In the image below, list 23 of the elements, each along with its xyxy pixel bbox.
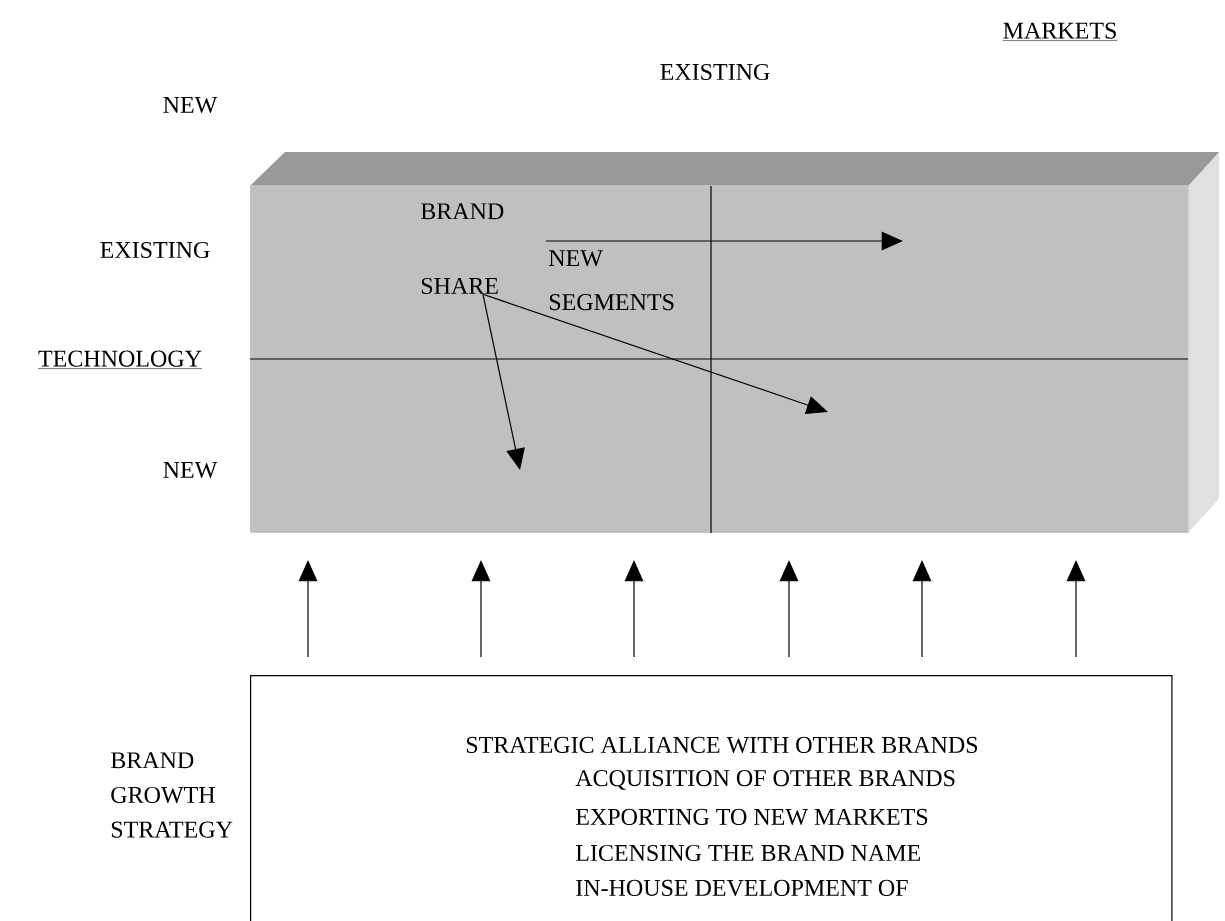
strategy-item: LICENSING THE BRAND NAME — [575, 844, 921, 862]
arrow — [624, 560, 644, 658]
axis-label: EXISTING — [100, 241, 210, 259]
arrow — [545, 231, 903, 251]
matrix-block — [250, 152, 1219, 533]
strategy-item: IN-HOUSE DEVELOPMENT OF — [576, 879, 908, 897]
arrow — [298, 560, 318, 658]
axis-label: TECHNOLOGY — [37, 350, 203, 369]
axis-label: MARKETS — [1002, 22, 1118, 41]
strategy-item: STRATEGIC ALLIANCE WITH OTHER BRANDS — [466, 736, 978, 754]
arrow — [1066, 560, 1086, 658]
arrow — [912, 560, 932, 658]
axis-label: NEW — [163, 96, 218, 114]
strategy-item: EXPORTING TO NEW MARKETS — [575, 808, 928, 826]
axis-label: EXISTING — [660, 63, 770, 81]
axis-label: NEW — [163, 461, 218, 479]
arrow — [779, 560, 799, 658]
quadrant-label: BRAND SHARE — [420, 203, 504, 294]
arrow — [482, 293, 525, 470]
quadrant-label: NEW SEGMENTS — [548, 250, 674, 311]
arrow — [471, 560, 491, 658]
side-label: BRAND GROWTH STRATEGY — [110, 752, 233, 838]
strategy-item: ACQUISITION OF OTHER BRANDS — [575, 770, 955, 790]
